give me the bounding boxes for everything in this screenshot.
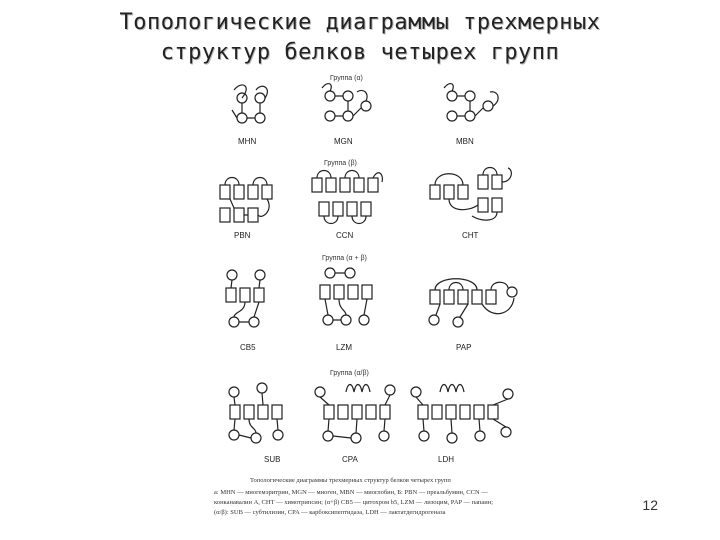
page-number: 12 bbox=[642, 497, 658, 513]
topology-diagram-figure: Группа (α) MHN MGN MBN Группа (β) bbox=[212, 70, 542, 530]
group-label-alpha-plus-beta: Группа (α + β) bbox=[322, 255, 367, 262]
diagram-label-mhn: MHN bbox=[238, 137, 256, 146]
diagram-label-pbn: PBN bbox=[234, 231, 251, 240]
diagram-mgn bbox=[321, 82, 372, 122]
group-label-alpha: Группа (α) bbox=[330, 75, 363, 82]
diagram-mhn bbox=[231, 84, 268, 124]
diagram-ccn bbox=[311, 169, 383, 225]
diagram-label-lzm: LZM bbox=[336, 343, 352, 352]
diagram-cpa bbox=[314, 383, 396, 444]
diagram-label-ldh: LDH bbox=[438, 455, 454, 464]
diagram-pbn bbox=[219, 176, 273, 223]
slide-title: Топологические диаграммы трехмерных стру… bbox=[0, 8, 720, 68]
diagram-label-pap: PAP bbox=[456, 343, 471, 352]
slide-title-line-2: структур белков четырех групп bbox=[160, 40, 560, 65]
topology-diagram-image: Группа (α) MHN MGN MBN Группа (β) bbox=[214, 75, 518, 516]
group-label-alpha-slash-beta: Группа (α/β) bbox=[330, 370, 369, 377]
diagram-pap bbox=[428, 278, 518, 328]
diagram-label-sub: SUB bbox=[264, 455, 280, 464]
diagram-label-mgn: MGN bbox=[334, 137, 353, 146]
diagram-cht bbox=[429, 166, 512, 221]
diagram-sub bbox=[228, 382, 284, 444]
slide-title-line-1: Топологические диаграммы трехмерных bbox=[119, 10, 601, 35]
diagram-label-cb5: CB5 bbox=[240, 343, 256, 352]
figure-caption-line-1: а: MHN — миогемэритрин, MGN — миоген, MB… bbox=[214, 489, 488, 496]
figure-caption-title: Топологические диаграммы трехмерных стру… bbox=[250, 477, 451, 484]
figure-caption-line-2: конканавалин А, CHT — химотрипсин; (α+β)… bbox=[214, 499, 493, 506]
diagram-mbn bbox=[443, 82, 499, 122]
diagram-label-mbn: MBN bbox=[456, 137, 474, 146]
diagram-ldh bbox=[410, 383, 514, 444]
group-label-beta: Группа (β) bbox=[324, 160, 357, 167]
diagram-label-cpa: CPA bbox=[342, 455, 359, 464]
diagram-label-ccn: CCN bbox=[336, 231, 354, 240]
diagram-lzm bbox=[319, 267, 373, 326]
diagram-cb5 bbox=[225, 269, 266, 328]
figure-caption-line-3: (α/β): SUB — субтилизин, CPA — карбоксип… bbox=[214, 509, 446, 516]
diagram-label-cht: CHT bbox=[462, 231, 479, 240]
